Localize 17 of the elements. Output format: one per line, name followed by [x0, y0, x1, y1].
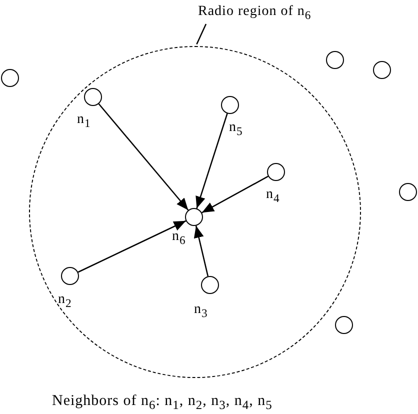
node-circle: [1, 69, 19, 87]
node-label: n$_{1}$: [77, 112, 91, 132]
node-label: n$_{6}$: [172, 229, 186, 249]
leader-line: [196, 24, 207, 45]
node-label: n$_{5}$: [229, 120, 243, 140]
node-label: n$_{4}$: [266, 187, 280, 207]
node-circle: [399, 183, 417, 201]
region-label: Radio region of n$_{6}$: [198, 4, 312, 24]
node-label: n$_{2}$: [58, 292, 72, 312]
arrow: [78, 220, 186, 273]
arrow: [194, 226, 209, 276]
arrow: [196, 113, 228, 209]
arrow: [202, 176, 268, 214]
node-label: n$_{3}$: [194, 302, 208, 322]
node-circle: [373, 61, 391, 79]
caption: Neighbors of n$_{6}$: n$_{1}$, n$_{2}$, n$_{3}$, n$_{4}$, n$_{5}$: [52, 393, 272, 413]
arrow: [98, 103, 189, 211]
